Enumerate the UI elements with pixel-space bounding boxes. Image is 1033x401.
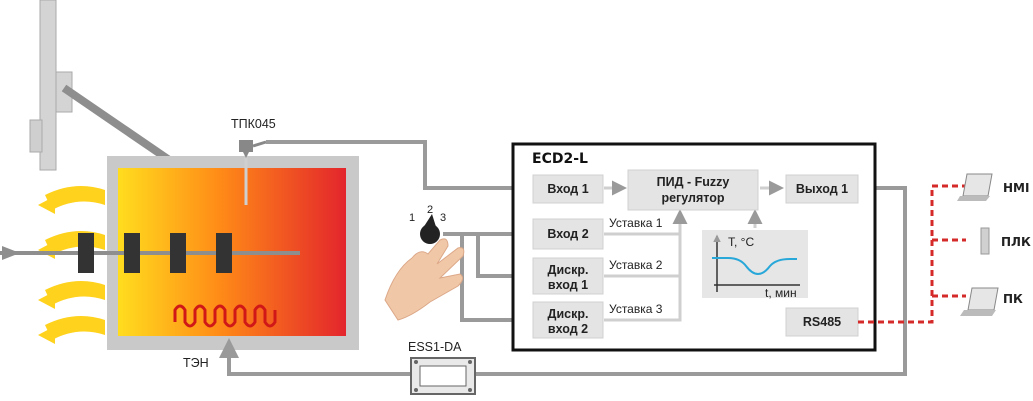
- workpiece: [78, 233, 94, 273]
- device-plc-label: ПЛК: [1001, 235, 1031, 249]
- device-pc-label: ПК: [1003, 292, 1023, 306]
- discrete-input-1-block: Дискр. вход 1: [532, 257, 604, 295]
- svg-text:Дискр.: Дискр.: [548, 263, 589, 277]
- thermocouple-sensor: [239, 140, 267, 205]
- svg-text:RS485: RS485: [803, 315, 841, 329]
- oven: [0, 156, 359, 350]
- setpoint-3-label: Уставка 3: [609, 302, 663, 316]
- input-arrow-icon: [2, 246, 20, 260]
- input-2-block: Вход 2: [532, 218, 604, 250]
- svg-text:регулятор: регулятор: [661, 191, 724, 205]
- svg-text:вход 1: вход 1: [548, 278, 588, 292]
- workpiece: [216, 233, 232, 273]
- plc-icon: [980, 227, 990, 255]
- workpiece: [170, 233, 186, 273]
- discrete-input-2-block: Дискр. вход 2: [532, 301, 604, 339]
- heater-label: ТЭН: [183, 356, 209, 370]
- setpoint-1-label: Уставка 1: [609, 216, 663, 230]
- device-hmi-label: HMI: [1003, 181, 1029, 195]
- svg-text:Вход 1: Вход 1: [547, 182, 588, 196]
- heating-element-coil: [173, 304, 277, 328]
- sensor-label: ТПК045: [231, 117, 276, 131]
- heat-flow-arrows: [38, 186, 105, 344]
- selector-switch[interactable]: [420, 214, 440, 244]
- controller-title: ECD2-L: [532, 151, 588, 167]
- setpoint-2-label: Уставка 2: [609, 258, 663, 272]
- temperature-curve: [712, 257, 797, 276]
- switch-position-3: 3: [440, 212, 446, 224]
- svg-text:Вход 2: Вход 2: [547, 227, 588, 241]
- oven-door: [29, 0, 181, 171]
- hmi-laptop-icon: [957, 173, 993, 201]
- switch-position-2: 2: [427, 204, 433, 216]
- network-lines: [858, 184, 966, 324]
- temperature-graph: [702, 230, 808, 298]
- graph-y-label: T, °C: [728, 235, 754, 249]
- svg-text:ПИД - Fuzzy: ПИД - Fuzzy: [657, 175, 730, 189]
- output-1-block: Выход 1: [785, 174, 859, 204]
- input-1-block: Вход 1: [532, 174, 604, 204]
- switch-position-1: 1: [409, 212, 415, 224]
- pid-regulator-block: ПИД - Fuzzy регулятор: [627, 169, 759, 211]
- graph-x-label: t, мин: [765, 286, 797, 300]
- svg-text:вход 2: вход 2: [548, 322, 588, 336]
- controller-internal-lines: [604, 180, 784, 322]
- hand-illustration: [384, 238, 465, 321]
- svg-text:Выход 1: Выход 1: [796, 182, 848, 196]
- workpiece: [124, 233, 140, 273]
- svg-text:Дискр.: Дискр.: [548, 307, 589, 321]
- pc-laptop-icon: [960, 287, 999, 316]
- relay-module: [410, 357, 476, 395]
- relay-label: ESS1-DA: [408, 340, 462, 354]
- rs485-block: RS485: [785, 307, 859, 337]
